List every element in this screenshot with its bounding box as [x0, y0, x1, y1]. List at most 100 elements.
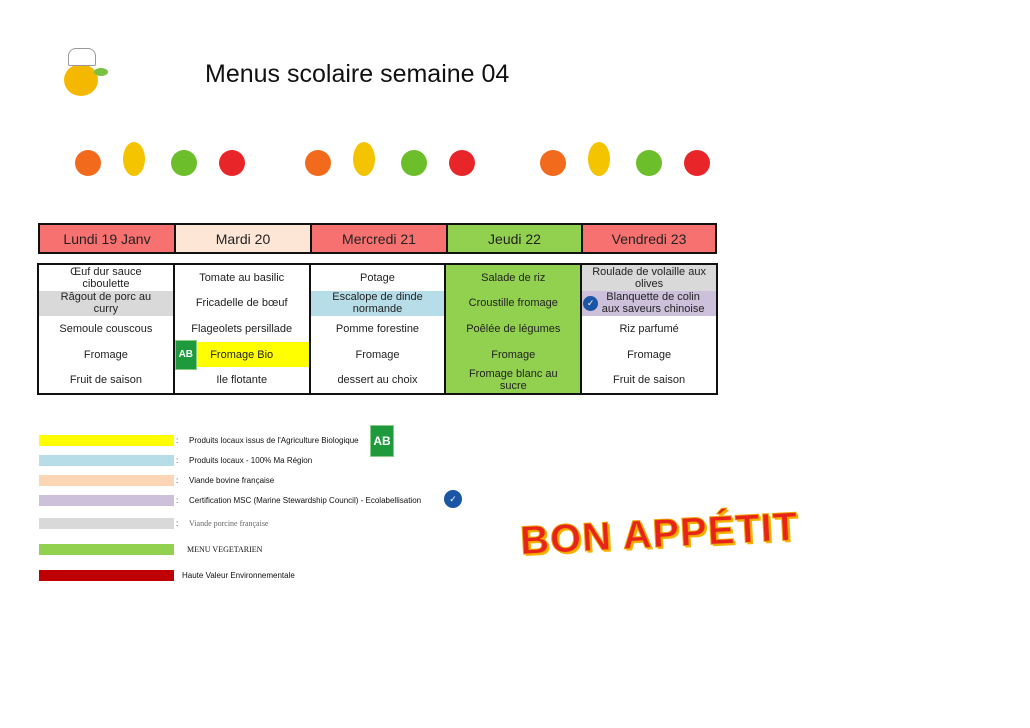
day-header: Vendredi 23 — [581, 223, 717, 254]
legend-label: Viande bovine française — [189, 476, 275, 485]
legend-swatch — [39, 495, 174, 506]
menu-item: Pomme forestine — [311, 316, 445, 342]
fruit-icon — [684, 150, 710, 176]
menu-item: Œuf dur sauce ciboulette — [39, 265, 173, 291]
menu-item-label: Fruit de saison — [69, 374, 142, 387]
legend-separator: : — [176, 519, 179, 528]
menu-item-label: Croustille fromage — [468, 297, 558, 310]
legend-separator: : — [176, 496, 179, 505]
menu-item: Fromage blanc au sucre — [446, 367, 580, 393]
legend-swatch — [39, 544, 174, 555]
fruit-icon — [401, 150, 427, 176]
menu-item: Fromage — [39, 342, 173, 368]
menu-item-label: Fromage blanc au sucre — [468, 368, 558, 393]
menu-item-label: Ile flotante — [216, 374, 268, 387]
day-header: Mardi 20 — [174, 223, 312, 254]
fruit-icon — [123, 142, 145, 176]
menu-item: Escalope de dinde normande — [310, 290, 445, 317]
legend-label: Produits locaux issus de l'Agriculture B… — [189, 436, 359, 445]
menu-item-label: Poêlée de légumes — [466, 322, 561, 335]
menu-item: ✓Blanquette de colin aux saveurs chinois… — [582, 290, 716, 317]
menu-item: AB Fromage Bio — [174, 339, 309, 370]
legend-swatch — [39, 518, 174, 529]
menu-item-label: Fromage — [83, 348, 128, 361]
menu-item: Tomate au basilic — [175, 265, 309, 291]
legend-swatch — [39, 570, 174, 581]
menu-item: Fricadelle de bœuf — [175, 291, 309, 317]
page-title: Menus scolaire semaine 04 — [205, 60, 510, 88]
menu-item-label: Râgout de porc au curry — [60, 291, 152, 316]
legend-label: Certification MSC (Marine Stewardship Co… — [189, 496, 422, 505]
menu-item: Semoule couscous — [39, 316, 173, 342]
menu-item: Poêlée de légumes — [446, 316, 580, 342]
legend-label: Haute Valeur Environnementale — [182, 571, 295, 580]
menu-item-label: Œuf dur sauce ciboulette — [70, 265, 142, 290]
menu-item: Potage — [311, 265, 445, 291]
day-header: Mercredi 21 — [310, 223, 448, 254]
fruit-icon — [219, 150, 245, 176]
chef-mascot-logo — [58, 48, 110, 100]
menu-item-label: Fromage Bio — [210, 348, 274, 361]
menu-item-label: Fricadelle de bœuf — [195, 297, 288, 310]
menu-item: Roulade de volaille aux olives — [582, 265, 716, 291]
legend-swatch — [39, 435, 174, 446]
legend-label: Produits locaux - 100% Ma Région — [189, 456, 313, 465]
menu-item-label: Fromage — [491, 348, 536, 361]
msc-icon: ✓ — [583, 295, 599, 311]
menu-item: Flageolets persillade — [175, 316, 309, 342]
fruit-icon — [171, 150, 197, 176]
fruit-icon — [449, 150, 475, 176]
menu-item-label: Fruit de saison — [613, 374, 686, 387]
bon-appetit-text: BON APPÉTIT — [519, 504, 800, 564]
day-column: Roulade de volaille aux olives✓Blanquett… — [582, 265, 716, 393]
menu-item: Fruit de saison — [39, 367, 173, 393]
menu-item-label: Flageolets persillade — [191, 322, 293, 335]
menu-item-label: Escalope de dinde normande — [332, 291, 423, 316]
fruit-icon — [353, 142, 375, 176]
menu-item-label: Fromage — [355, 348, 400, 361]
fruit-icon — [75, 150, 101, 176]
legend-separator: : — [176, 476, 179, 485]
legend-swatch — [39, 455, 174, 466]
msc-logo-icon: ✓ — [444, 490, 462, 508]
fruit-icon — [305, 150, 331, 176]
menu-item-label: Blanquette de colin aux saveurs chinoise — [601, 291, 705, 316]
menu-item: Fromage — [582, 342, 716, 368]
menu-item: Salade de riz — [446, 265, 580, 291]
menu-item-label: Roulade de volaille aux olives — [592, 265, 706, 290]
menu-item: Fromage — [446, 342, 580, 368]
menu-item-label: Salade de riz — [481, 271, 546, 284]
fruit-icon — [636, 150, 662, 176]
day-header: Lundi 19 Janv — [38, 223, 176, 254]
ab-bio-logo-icon: AB — [370, 425, 394, 457]
menu-item-label: Fromage — [627, 348, 672, 361]
day-header: Jeudi 22 — [446, 223, 583, 254]
menu-item-label: Potage — [360, 271, 395, 284]
menu-item: Fruit de saison — [582, 367, 716, 393]
menu-item: Fromage — [311, 342, 445, 368]
legend-label: MENU VEGETARIEN — [187, 545, 263, 554]
menu-item-label: Riz parfumé — [619, 322, 679, 335]
legend-separator: : — [176, 436, 179, 445]
menu-item-label: Tomate au basilic — [199, 271, 285, 284]
fruit-icon — [588, 142, 610, 176]
menu-item: Ile flotante — [175, 367, 309, 393]
legend-label: Viande porcine française — [189, 519, 269, 528]
fruit-banner — [55, 140, 725, 190]
legend-separator: : — [176, 456, 179, 465]
menu-item-label: Pomme forestine — [335, 322, 420, 335]
menu-item-label: Semoule couscous — [59, 322, 153, 335]
menu-item: Croustille fromage — [446, 291, 580, 317]
menu-item: dessert au choix — [311, 367, 445, 393]
menu-item: Riz parfumé — [582, 316, 716, 342]
fruit-icon — [540, 150, 566, 176]
menu-item: Râgout de porc au curry — [39, 290, 173, 317]
legend-swatch — [39, 475, 174, 486]
menu-item-label: dessert au choix — [337, 374, 418, 387]
ab-bio-icon: AB — [174, 339, 197, 370]
